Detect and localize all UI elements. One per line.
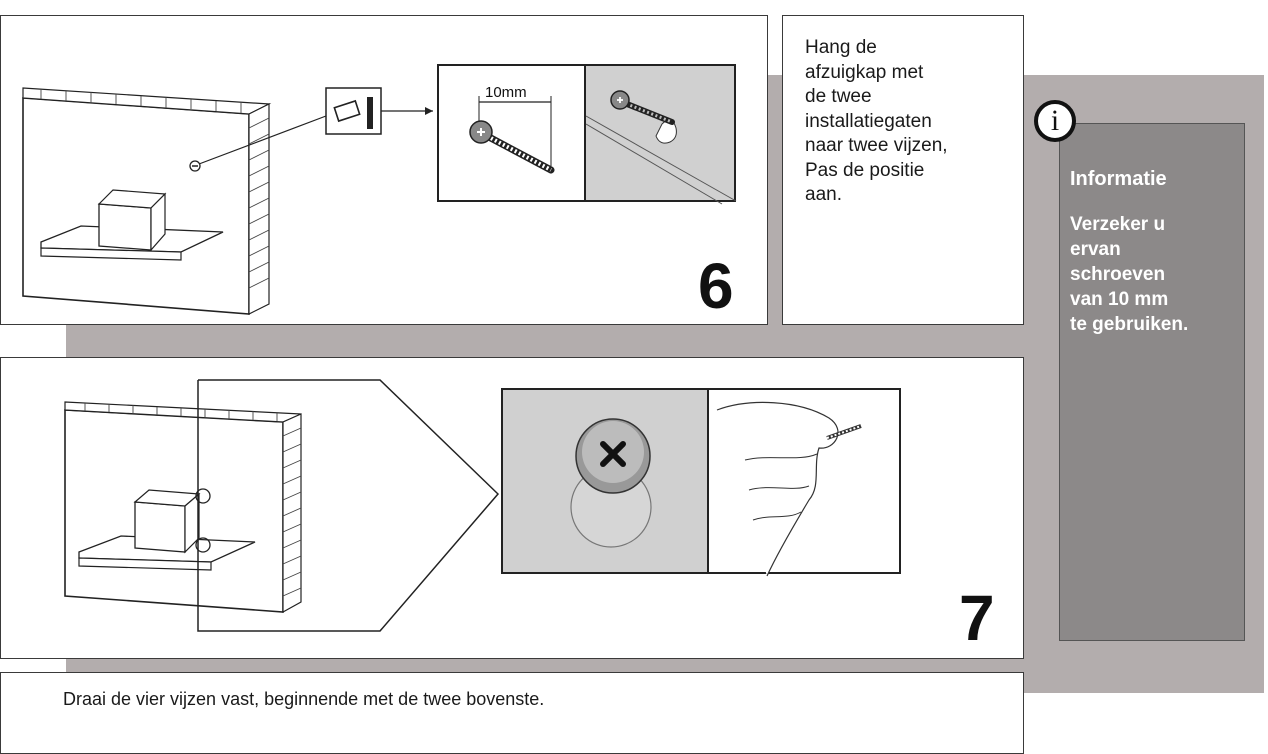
step7-illustration-panel: 7 — [0, 357, 1024, 659]
info-body: Verzeker u ervan schroeven van 10 mm te … — [1070, 214, 1189, 335]
step7-instruction-panel: Draai de vier vijzen vast, beginnende me… — [0, 672, 1024, 754]
info-icon: i — [1034, 100, 1076, 142]
info-panel: Informatie Verzeker u ervan schroeven va… — [1059, 123, 1245, 641]
step7-screw-keyhole-detail — [501, 388, 709, 574]
info-title: Informatie — [1070, 168, 1167, 190]
step7-instruction-text: Draai de vier vijzen vast, beginnende me… — [63, 689, 545, 709]
step6-instruction-text: Hang de afzuigkap met de twee installati… — [805, 37, 948, 205]
step6-number: 6 — [698, 250, 734, 322]
step6-instruction-panel: Hang de afzuigkap met de twee installati… — [782, 15, 1024, 325]
screw-head-icon — [570, 418, 652, 548]
screw-in-keyhole-icon — [585, 90, 737, 205]
step7-number: 7 — [959, 582, 995, 654]
step6-illustration-panel: 10mm 6 — [0, 15, 768, 325]
step6-screw-dimension-detail: 10mm — [437, 64, 586, 202]
step7-hand-tightening-detail — [709, 388, 901, 577]
step6-wall-illustration — [22, 87, 433, 315]
hand-with-screw-icon — [716, 401, 862, 577]
dimension-label: 10mm — [485, 84, 527, 101]
step7-wall-illustration — [64, 379, 500, 632]
step6-screw-wall-detail — [585, 64, 737, 205]
screw-icon — [469, 96, 555, 174]
